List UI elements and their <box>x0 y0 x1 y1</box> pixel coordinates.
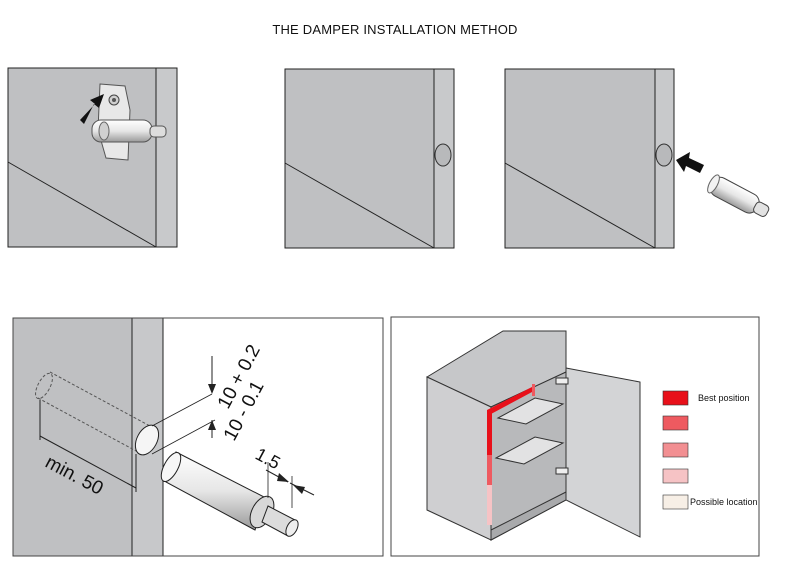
legend-swatch-3 <box>662 442 689 458</box>
insert-arrow-icon <box>676 152 704 173</box>
step-3-panel <box>504 68 770 249</box>
legend-swatch-5 <box>662 494 689 510</box>
legend-label-best: Best position <box>698 393 750 403</box>
dimension-panel <box>12 317 384 557</box>
step-1-panel <box>7 67 178 248</box>
damper-bracket <box>91 83 167 161</box>
push-arrow-icon <box>80 94 104 124</box>
damper-cylinder <box>707 174 770 217</box>
step-2-panel <box>284 68 455 249</box>
cabinet-panel <box>390 316 760 557</box>
position-legend: Best position Possible location <box>662 390 758 510</box>
drilled-hole <box>655 143 673 167</box>
legend-swatch-4 <box>662 468 689 484</box>
drilled-hole <box>434 143 452 167</box>
hole-opening <box>134 424 160 456</box>
legend-swatch-2 <box>662 415 689 431</box>
page-title: THE DAMPER INSTALLATION METHOD <box>272 22 518 37</box>
legend-swatch-1 <box>662 390 689 406</box>
legend-label-possible: Possible location <box>690 497 758 507</box>
damper-cylinder-detail <box>160 451 299 537</box>
